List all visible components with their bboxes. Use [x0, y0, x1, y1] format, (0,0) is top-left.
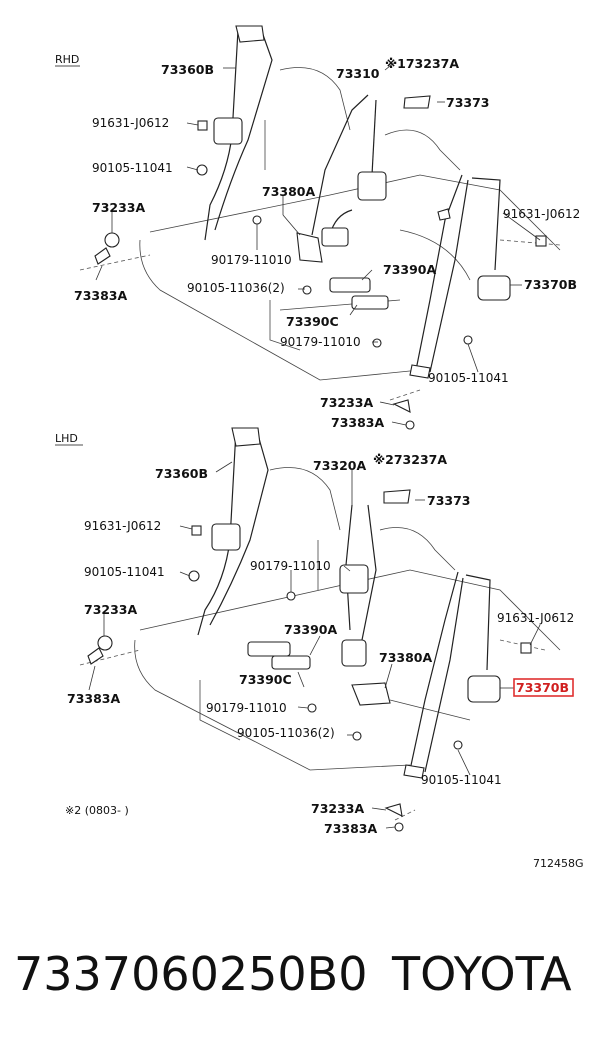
label-90179-11010-bottom: 90179-11010 — [280, 335, 361, 349]
label-91631-J0612-right: 91631-J0612 — [497, 611, 574, 625]
label-90105-11036: 90105-11036(2) — [187, 281, 285, 295]
label-73383A-bottom: 73383A — [331, 415, 384, 430]
lhd-small-parts — [87, 489, 532, 832]
label-73233A-bottom: 73233A — [320, 395, 373, 410]
label-73383A: 73383A — [67, 691, 120, 706]
label-73373: 73373 — [427, 493, 471, 508]
brand-name: TOYOTA — [391, 947, 572, 1001]
label-73390A: 73390A — [383, 262, 436, 277]
label-73390C: 73390C — [239, 672, 292, 687]
label-73360B: 73360B — [161, 62, 214, 77]
lhd-section: LHD — [55, 427, 574, 836]
label-91631-J0612: 91631-J0612 — [92, 116, 169, 130]
label-73383A: 73383A — [74, 288, 127, 303]
rhd-leader-lines — [95, 61, 541, 426]
label-90179-11010: 90179-11010 — [211, 253, 292, 267]
label-73237A: ※173237A — [385, 56, 459, 71]
rhd-buckles — [329, 277, 389, 310]
label-73390C: 73390C — [286, 314, 339, 329]
label-73380A: 73380A — [379, 650, 432, 665]
lhd-leader-lines — [88, 461, 541, 829]
label-73380A: 73380A — [262, 184, 315, 199]
diagram-id: 712458G — [533, 857, 584, 870]
label-73390A: 73390A — [284, 622, 337, 637]
part-number: 7337060250B0 — [14, 947, 368, 1001]
label-90105-11041: 90105-11041 — [92, 161, 173, 175]
label-91631-J0612-right: 91631-J0612 — [503, 207, 580, 221]
label-73360B: 73360B — [155, 466, 208, 481]
label-73320A: 73320A — [313, 458, 366, 473]
label-73233A: 73233A — [92, 200, 145, 215]
label-90105-11036: 90105-11036(2) — [237, 726, 335, 740]
rhd-section: RHD — [55, 25, 580, 430]
label-73237A: ※273237A — [373, 452, 447, 467]
label-73373: 73373 — [446, 95, 490, 110]
rhd-belt-73360B — [204, 25, 273, 241]
label-90105-11041-right: 90105-11041 — [428, 371, 509, 385]
rhd-seat-outline — [139, 67, 561, 381]
lhd-belt-73320A — [339, 504, 391, 706]
rhd-section-title: RHD — [55, 53, 79, 66]
label-90179-11010-bottom: 90179-11010 — [206, 701, 287, 715]
highlight-box — [513, 678, 574, 697]
label-73233A: 73233A — [84, 602, 137, 617]
rhd-belt-73310 — [296, 94, 387, 263]
lhd-belt-73360B — [197, 427, 269, 636]
lhd-buckles — [247, 641, 311, 670]
label-91631-J0612: 91631-J0612 — [84, 519, 161, 533]
label-73370B-highlighted: 73370B — [516, 680, 569, 695]
label-73310: 73310 — [336, 66, 380, 81]
lhd-section-title: LHD — [55, 432, 78, 445]
rhd-small-parts — [94, 95, 547, 430]
footnote: ※2 (0803- ) — [65, 804, 129, 817]
rhd-belt-73370B — [409, 174, 511, 379]
label-90179-11010: 90179-11010 — [250, 559, 331, 573]
label-73383A-bottom: 73383A — [324, 821, 377, 836]
lhd-belt-73370B — [403, 571, 501, 779]
label-90105-11041-right: 90105-11041 — [421, 773, 502, 787]
label-90105-11041: 90105-11041 — [84, 565, 165, 579]
lhd-seat-outline — [134, 467, 561, 771]
label-73233A-bottom: 73233A — [311, 801, 364, 816]
label-73370B: 73370B — [524, 277, 577, 292]
